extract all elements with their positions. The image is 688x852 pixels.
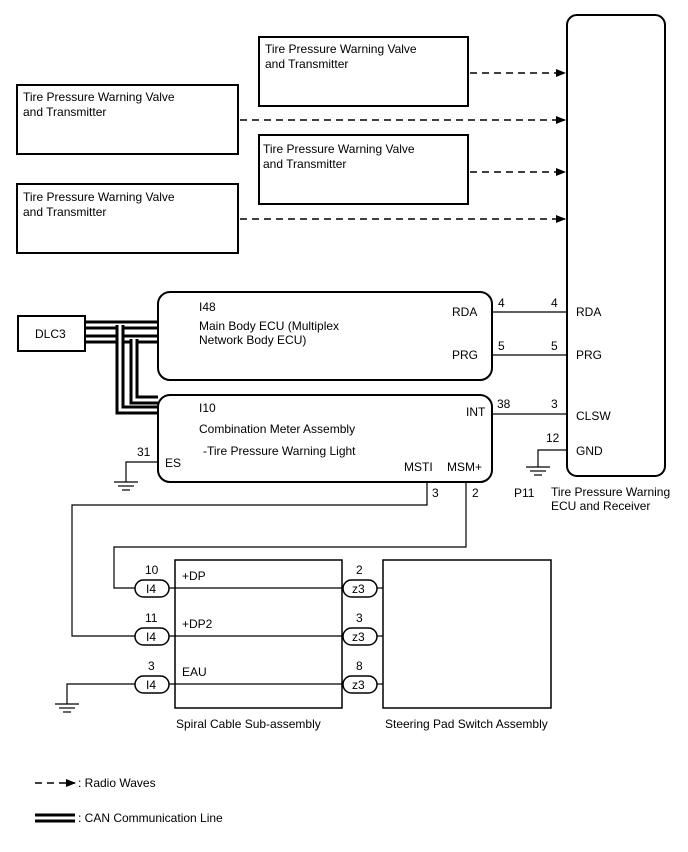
transmitter-2-line2: and Transmitter: [23, 105, 106, 119]
connector-i4-row1-label: I4: [146, 582, 156, 596]
combination-meter-num-msti: 3: [432, 486, 439, 500]
signal-dp2: +DP2: [182, 617, 213, 631]
connector-z3-row2: z3: [342, 627, 378, 646]
wire-msm: [113, 482, 467, 589]
spiral-cable-label: Spiral Cable Sub-assembly: [176, 717, 321, 731]
connector-i4-row1: I4: [134, 579, 170, 598]
pin-i4-row2: 11: [145, 611, 158, 625]
transmitter-3-line1: Tire Pressure Warning Valve: [263, 142, 415, 156]
combination-meter-box: [157, 394, 493, 483]
pin-z3-row3: 8: [356, 659, 363, 673]
combination-meter-num-int: 38: [497, 397, 511, 411]
connector-z3-row1-label: z3: [352, 582, 365, 596]
dlc3-label: DLC3: [35, 327, 66, 341]
ground-symbol-meter: [114, 481, 138, 491]
pin-z3-row2: 3: [356, 611, 363, 625]
combination-meter-line1: Combination Meter Assembly: [199, 422, 355, 436]
combination-meter-line2: -Tire Pressure Warning Light: [203, 444, 356, 458]
tpms-num-rda: 4: [551, 296, 558, 310]
connector-i4-row3: I4: [134, 675, 170, 694]
combination-meter-num-msm: 2: [472, 486, 479, 500]
transmitter-2-line1: Tire Pressure Warning Valve: [23, 90, 175, 104]
wire-eau-ground: [66, 683, 135, 704]
tpms-pin-rda: RDA: [576, 305, 601, 319]
combination-meter-pin-int: INT: [466, 405, 486, 419]
tpms-num-gnd: 12: [546, 431, 560, 445]
connector-z3-row2-label: z3: [352, 630, 365, 644]
pin-i4-row1: 10: [145, 563, 159, 577]
main-body-pin-prg: PRG: [452, 348, 478, 362]
steering-pad-box: [382, 559, 552, 709]
transmitter-1-line1: Tire Pressure Warning Valve: [265, 42, 417, 56]
pin-i4-row3: 3: [148, 659, 155, 673]
transmitter-3-line2: and Transmitter: [263, 157, 346, 171]
legend-radio-label: : Radio Waves: [78, 776, 156, 790]
combination-meter-num-es: 31: [137, 445, 151, 459]
transmitter-4-line1: Tire Pressure Warning Valve: [23, 190, 175, 204]
tpms-connector-id: P11: [514, 486, 535, 500]
ground-symbol-eau: [55, 703, 79, 713]
legend-can-line: : CAN Communication Line: [35, 811, 223, 825]
steering-pad-label: Steering Pad Switch Assembly: [385, 717, 548, 731]
main-body-ecu-box: [157, 291, 493, 381]
main-body-num-rda: 4: [498, 296, 505, 310]
combination-meter-pin-es: ES: [165, 456, 181, 470]
signal-eau: EAU: [182, 665, 207, 679]
legend-radio-waves: : Radio Waves: [35, 776, 156, 790]
wire-es: [125, 461, 158, 482]
tpms-pin-prg: PRG: [576, 348, 602, 362]
connector-z3-row3: z3: [342, 675, 378, 694]
dlc3-box: [17, 315, 86, 352]
tpms-ecu-label-line1: Tire Pressure Warning: [551, 485, 670, 499]
combination-meter-pin-msti: MSTI: [404, 460, 433, 474]
transmitter-2: Tire Pressure Warning Valve and Transmit…: [16, 84, 239, 155]
connector-i4-row3-label: I4: [146, 678, 156, 692]
wire-msti: [71, 482, 428, 637]
transmitter-1: Tire Pressure Warning Valve and Transmit…: [258, 36, 469, 107]
transmitter-1-line2: and Transmitter: [265, 57, 348, 71]
connector-z3-row1: z3: [342, 579, 378, 598]
signal-dp: +DP: [182, 569, 206, 583]
main-body-num-prg: 5: [498, 339, 505, 353]
main-body-ecu-connector: I48: [199, 300, 216, 314]
main-body-pin-rda: RDA: [452, 305, 477, 319]
main-body-ecu-line2: Network Body ECU): [199, 333, 306, 347]
tpms-ecu-label-line2: ECU and Receiver: [551, 499, 650, 513]
connector-i4-row2-label: I4: [146, 630, 156, 644]
spiral-cable-box: [174, 559, 343, 709]
tpms-ecu-box: [566, 14, 666, 477]
ground-symbol-tpms: [526, 466, 550, 476]
tpms-num-clsw: 3: [551, 397, 558, 411]
transmitter-3: Tire Pressure Warning Valve and Transmit…: [258, 134, 469, 205]
wire-gnd: [537, 449, 567, 467]
transmitter-4: Tire Pressure Warning Valve and Transmit…: [16, 183, 239, 254]
tpms-num-prg: 5: [551, 339, 558, 353]
connector-z3-row3-label: z3: [352, 678, 365, 692]
combination-meter-pin-msm: MSM+: [447, 460, 482, 474]
tpms-pin-gnd: GND: [576, 444, 603, 458]
pin-z3-row1: 2: [356, 563, 363, 577]
main-body-ecu-line1: Main Body ECU (Multiplex: [199, 319, 339, 333]
tpms-pin-clsw: CLSW: [576, 409, 611, 423]
can-bus-lines: [85, 320, 158, 415]
connector-i4-row2: I4: [134, 627, 170, 646]
legend-can-label: : CAN Communication Line: [78, 811, 223, 825]
radio-wave-arrows: [240, 69, 566, 223]
transmitter-4-line2: and Transmitter: [23, 205, 106, 219]
combination-meter-connector: I10: [199, 401, 216, 415]
